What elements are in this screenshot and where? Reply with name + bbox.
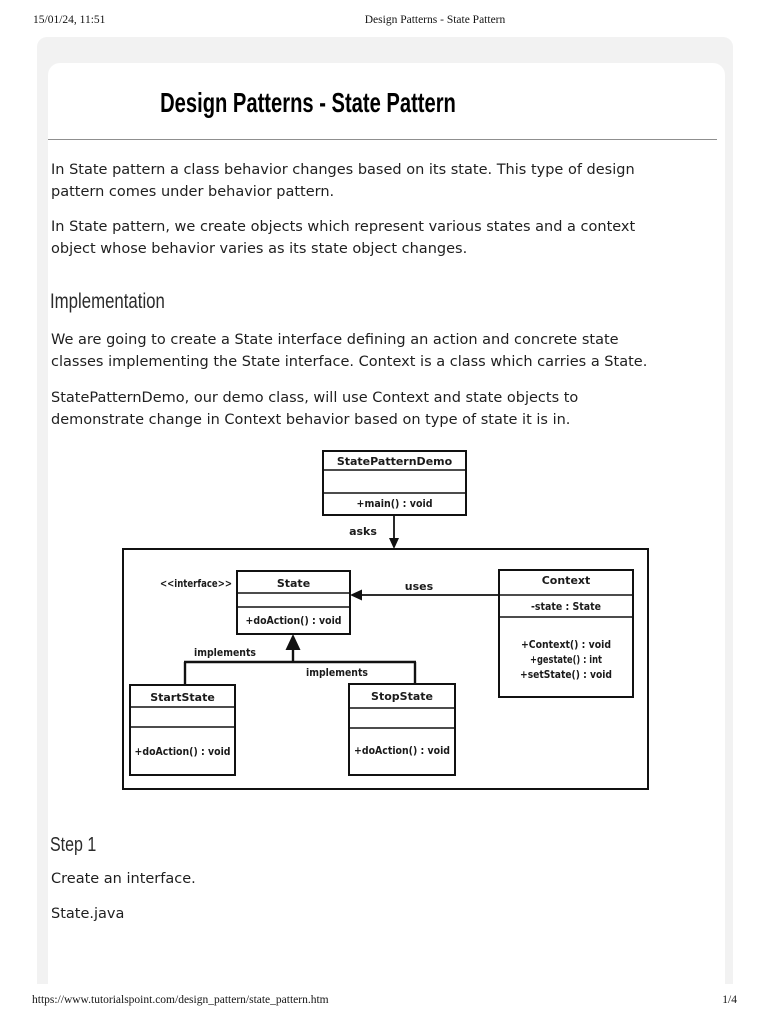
implements-label-left: implements	[194, 646, 256, 659]
paragraph-line: In State pattern a class behavior change…	[51, 162, 635, 178]
paragraph-line: StatePatternDemo, our demo class, will u…	[51, 390, 579, 406]
method-setstate: +setState() : void	[520, 668, 612, 681]
paragraph-line: demonstrate change in Context behavior b…	[51, 412, 571, 428]
uml-class-state: State +doAction() : void	[236, 570, 351, 635]
print-footer-url: https://www.tutorialspoint.com/design_pa…	[32, 994, 329, 1006]
paragraph-line: Create an interface.	[51, 871, 196, 887]
page-title: Design Patterns - State Pattern	[160, 87, 456, 118]
interface-stereotype-label: <<interface>>	[160, 577, 232, 590]
implements-label-right: implements	[306, 666, 368, 679]
step1-filename: State.java	[51, 903, 711, 925]
step1-paragraph: Create an interface.	[51, 868, 711, 890]
intro-paragraph: In State pattern, we create objects whic…	[51, 216, 711, 260]
uml-class-context: Context -state : State +Context() : void…	[498, 569, 634, 698]
intro-paragraph: In State pattern a class behavior change…	[51, 159, 711, 203]
print-header-datetime: 15/01/24, 11:51	[33, 14, 106, 26]
class-name-startstate: StartState	[150, 691, 215, 704]
class-name-state: State	[277, 577, 310, 590]
class-name-statepatterndemo: StatePatternDemo	[337, 455, 453, 468]
implementation-paragraph: StatePatternDemo, our demo class, will u…	[51, 387, 711, 431]
uses-label: uses	[405, 580, 434, 593]
uses-arrow: uses	[350, 580, 499, 601]
paragraph-line: object whose behavior varies as its stat…	[51, 241, 468, 257]
asks-label: asks	[349, 525, 377, 538]
paragraph-line: classes implementing the State interface…	[51, 354, 648, 370]
print-footer-page-number: 1/4	[722, 994, 737, 1006]
method-gestate: +gestate() : int	[530, 653, 602, 666]
implements-connector: implements implements	[183, 634, 417, 686]
paragraph-line: We are going to create a State interface…	[51, 332, 619, 348]
method-doaction-startstate: +doAction() : void	[135, 745, 231, 758]
uml-class-stopstate: StopState +doAction() : void	[348, 683, 456, 776]
method-doaction-stopstate: +doAction() : void	[354, 744, 450, 757]
method-doaction-state: +doAction() : void	[246, 614, 342, 627]
paragraph-line: State.java	[51, 906, 125, 922]
method-context: +Context() : void	[521, 638, 611, 651]
uml-class-diagram: StatePatternDemo +main() : void asks <<i…	[122, 450, 649, 790]
implementation-paragraph: We are going to create a State interface…	[51, 329, 711, 373]
title-divider	[48, 139, 717, 140]
attribute-state: -state : State	[531, 600, 601, 613]
print-header-title: Design Patterns - State Pattern	[364, 14, 506, 26]
content-background-panel: Design Patterns - State Pattern In State…	[37, 37, 733, 984]
class-name-context: Context	[542, 574, 591, 587]
uml-class-startstate: StartState +doAction() : void	[129, 684, 236, 776]
paragraph-line: In State pattern, we create objects whic…	[51, 219, 636, 235]
article-card: Design Patterns - State Pattern In State…	[48, 63, 725, 984]
uml-class-statepatterndemo: StatePatternDemo +main() : void	[322, 450, 467, 516]
step1-heading: Step 1	[50, 834, 97, 856]
implementation-heading: Implementation	[50, 290, 165, 313]
class-name-stopstate: StopState	[371, 690, 433, 703]
method-main: +main() : void	[357, 497, 433, 510]
paragraph-line: pattern comes under behavior pattern.	[51, 184, 335, 200]
asks-arrow: asks	[349, 515, 399, 549]
